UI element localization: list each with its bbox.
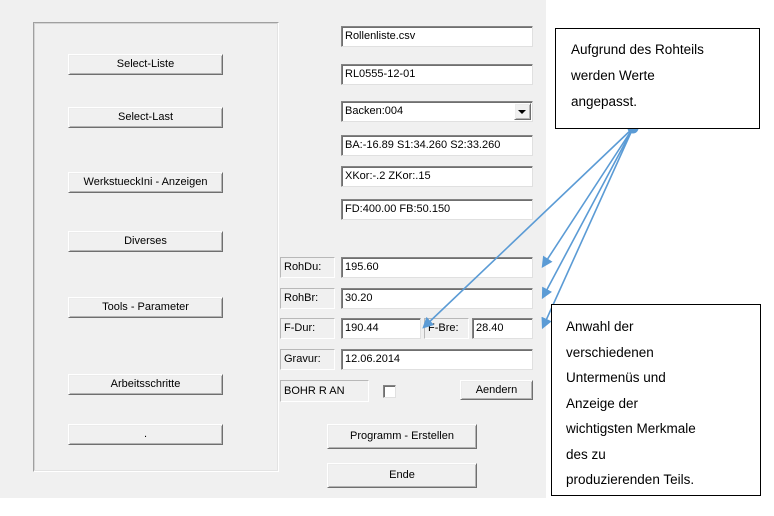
callout-untermenues-line-1: Anwahl der [566,319,634,334]
f-bre-label: F-Bre: [424,318,469,339]
programm-erstellen-button[interactable]: Programm - Erstellen [327,424,477,449]
diverses-button[interactable]: Diverses [68,231,223,252]
f-bre-input[interactable]: 28.40 [472,318,533,339]
ba-masse-input[interactable]: BA:-16.89 S1:34.260 S2:33.260 [341,135,533,156]
callout-rohteil: Aufgrund des Rohteils werden Werte angep… [555,28,760,129]
select-last-button[interactable]: Select-Last [68,107,223,128]
arrow-to-rohbr [541,127,634,300]
rohbr-label: RohBr: [280,288,335,309]
select-liste-button[interactable]: Select-Liste [68,54,223,75]
unnamed-button[interactable]: . [68,424,223,445]
callout-untermenues-line-7: produzierenden Teils. [566,472,695,487]
arrow-to-fbre [541,127,634,330]
callout-rohteil-line-1: Aufgrund des Rohteils [571,42,704,57]
callout-rohteil-line-2: werden Werte [571,68,655,83]
werkstueckini-anzeigen-button[interactable]: WerkstueckIni - Anzeigen [68,172,223,193]
aendern-button[interactable]: Aendern [460,380,533,400]
gravur-label: Gravur: [280,349,335,370]
rollen-id-input[interactable]: RL0555-12-01 [341,64,533,85]
arrow-to-rohdu [541,127,634,269]
fd-fb-input[interactable]: FD:400.00 FB:50.150 [341,199,533,220]
callout-untermenues-line-2: verschiedenen [566,344,654,360]
callout-rohteil-line-3: angepasst. [571,94,638,109]
f-dur-label: F-Dur: [280,318,335,339]
chevron-down-icon[interactable] [514,103,531,120]
application-dialog: Select-Liste Select-Last WerkstueckIni -… [0,0,546,498]
gravur-input[interactable]: 12.06.2014 [341,349,533,370]
callout-untermenues-line-5: wichtigsten Merkmale [566,421,696,436]
tools-parameter-button[interactable]: Tools - Parameter [68,297,223,318]
rohdu-input[interactable]: 195.60 [341,257,533,278]
bohr-checkbox[interactable] [383,385,396,398]
korrekturen-input[interactable]: XKor:-.2 ZKor:.15 [341,166,533,187]
callout-untermenues-line-4: Anzeige der [566,395,639,411]
rohdu-label: RohDu: [280,257,335,278]
callout-untermenues-line-3: Untermenüs und [566,370,666,385]
bohr-status-field[interactable]: BOHR R AN [280,380,369,402]
backen-combobox[interactable]: Backen:004 [341,101,533,122]
callout-untermenues: Anwahl der verschiedenen Untermenüs und … [551,304,761,496]
ende-button[interactable]: Ende [327,463,477,488]
f-dur-input[interactable]: 190.44 [341,318,421,339]
backen-combobox-value: Backen:004 [345,105,404,117]
callout-untermenues-line-6: des zu [566,446,606,462]
rohbr-input[interactable]: 30.20 [341,288,533,309]
arbeitsschritte-button[interactable]: Arbeitsschritte [68,374,223,395]
rollenliste-file-input[interactable]: Rollenliste.csv [341,26,533,47]
